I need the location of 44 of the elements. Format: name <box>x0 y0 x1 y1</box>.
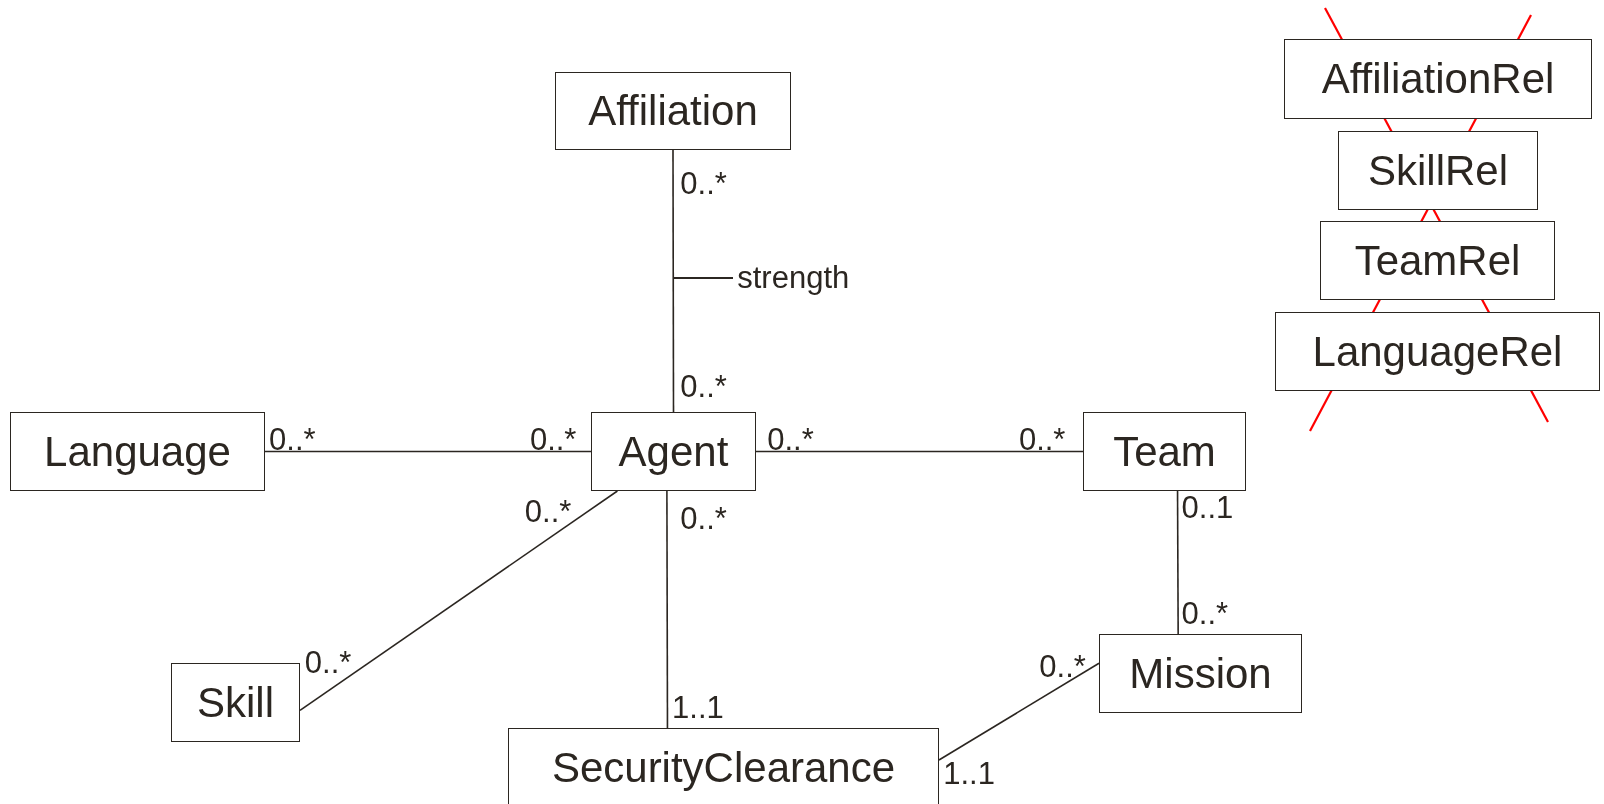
association-line <box>938 662 1100 761</box>
multiplicity-label: 0..* <box>524 493 572 530</box>
association-line <box>264 450 592 453</box>
class-box <box>508 728 939 804</box>
class-box <box>171 663 300 742</box>
class-box <box>1083 412 1246 491</box>
class-name: AffiliationRel <box>1321 55 1555 103</box>
multiplicity-label: 0..* <box>767 421 814 458</box>
association-line <box>672 149 675 413</box>
multiplicity-label: 1..1 <box>943 756 995 793</box>
class-box <box>10 412 265 491</box>
class-name: Team <box>1113 427 1216 476</box>
class-box <box>1320 221 1555 300</box>
association-line <box>1176 490 1179 635</box>
class-name: Affiliation <box>588 87 758 135</box>
class-name: SecurityClearance <box>551 744 896 792</box>
class-name: Language <box>44 427 231 476</box>
class-box <box>1099 634 1302 713</box>
multiplicity-label: 0..* <box>1039 649 1086 685</box>
association-line <box>299 490 619 712</box>
multiplicity-label: 0..* <box>680 500 727 537</box>
multiplicity-label: 0..* <box>680 166 727 203</box>
class-box <box>1284 39 1592 119</box>
class-box <box>1275 312 1600 391</box>
association-line <box>755 450 1084 453</box>
multiplicity-label: 0..* <box>269 421 316 458</box>
class-name: Mission <box>1129 649 1272 698</box>
class-name: SkillRel <box>1368 146 1508 195</box>
multiplicity-label: 0..* <box>680 368 727 405</box>
edge-label: strength <box>673 260 850 296</box>
multiplicity-label: 1..1 <box>672 689 724 726</box>
multiplicity-label: 0..* <box>529 421 577 458</box>
multiplicity-label: 0..* <box>304 644 352 681</box>
multiplicity-label: 0..1 <box>1181 490 1234 527</box>
multiplicity-label: 0..* <box>1181 595 1229 632</box>
multiplicity-label: 0..* <box>1018 421 1066 458</box>
association-line <box>666 490 669 729</box>
class-name: TeamRel <box>1354 236 1521 285</box>
class-name: Agent <box>618 427 729 476</box>
class-box <box>555 72 791 150</box>
class-name: LanguageRel <box>1312 327 1563 376</box>
class-box <box>591 412 756 491</box>
class-box <box>1338 131 1538 210</box>
class-name: Skill <box>197 678 274 727</box>
